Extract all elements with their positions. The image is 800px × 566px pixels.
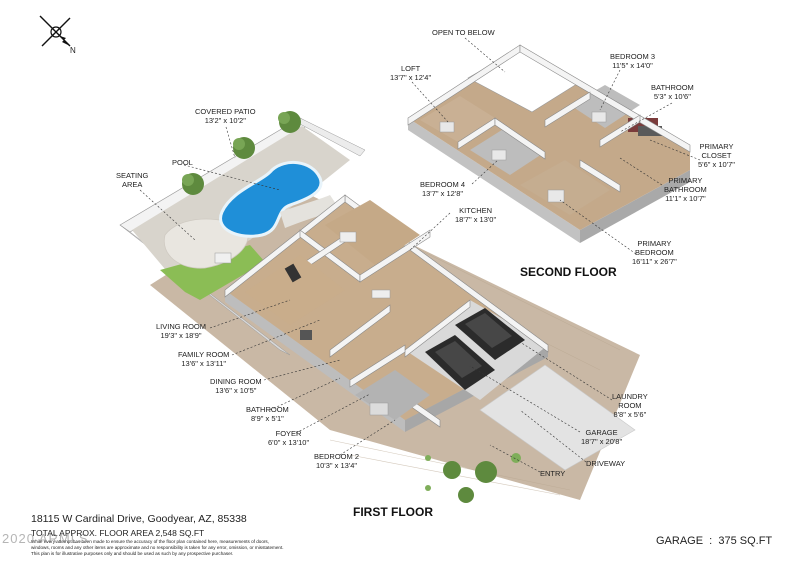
room-name: BATHROOM — [246, 405, 289, 414]
room-name: ENTRY — [540, 469, 566, 478]
room-name: BEDROOM 3 — [610, 52, 656, 61]
north-arrow-icon — [39, 15, 71, 47]
beds — [439, 111, 607, 203]
room-dimensions: 8'8" x 5'6" — [613, 410, 647, 419]
kitchen-floor — [325, 200, 420, 265]
compass-north-label: N — [70, 46, 76, 55]
room-name: PRIMARY — [637, 239, 672, 248]
room-name: FOYER — [275, 429, 302, 438]
room-name: PRIMARY — [668, 176, 703, 185]
pool-water — [219, 160, 323, 238]
label-bedroom3: BEDROOM 3 11'5" x 14'0" — [610, 52, 655, 70]
copyright-watermark: 2020 ARMLS — [2, 531, 89, 546]
room-name: LOFT — [400, 64, 421, 73]
label-bedroom2: BEDROOM 2 10'3" x 13'4" — [314, 452, 359, 470]
label-bedroom4: BEDROOM 4 13'7" x 12'8" — [420, 180, 465, 198]
label-foyer: FOYER 6'0" x 13'10" — [268, 429, 309, 447]
room-name: BEDROOM 4 — [420, 180, 466, 189]
room-name: OPEN TO BELOW — [432, 28, 495, 37]
room-name: DRIVEWAY — [586, 459, 626, 468]
room-dimensions: 5'6" x 10'7" — [698, 160, 735, 169]
room-dimensions: 18'7" x 13'0" — [455, 215, 497, 224]
room-name: SEATING — [116, 171, 149, 180]
furniture — [214, 231, 391, 416]
room-dimensions: 10'3" x 13'4" — [315, 461, 358, 470]
property-address: 18115 W Cardinal Drive, Goodyear, AZ, 85… — [31, 513, 247, 525]
room-name: LIVING ROOM — [156, 322, 207, 331]
room-dimensions: 18'7" x 20'8" — [581, 437, 623, 446]
grass-area — [160, 245, 265, 300]
label-entry: ENTRY — [540, 469, 565, 478]
room-name: GARAGE — [585, 428, 618, 437]
room-dimensions: 13'6" x 13'11" — [181, 359, 227, 368]
label-covered-patio: COVERED PATIO 13'2" x 10'2" — [195, 107, 256, 125]
room-name-line2: AREA — [121, 180, 143, 189]
label-garage: GARAGE 18'7" x 20'8" — [581, 428, 622, 446]
second-floor-slab-front — [580, 170, 690, 243]
label-kitchen: KITCHEN 18'7" x 13'0" — [455, 206, 496, 224]
pool-deck — [280, 195, 340, 228]
room-name: COVERED PATIO — [195, 107, 256, 116]
label-primary-bedroom: PRIMARY BEDROOM 16'11" x 26'7" — [632, 239, 677, 266]
second-floor-floor — [408, 45, 690, 230]
room-name-line2: BEDROOM — [634, 248, 674, 257]
room-dimensions: 11'5" x 14'0" — [612, 61, 653, 70]
room-dimensions: 13'7" x 12'4" — [390, 73, 432, 82]
cars — [425, 308, 525, 390]
disclaimer-line-1: While every attempt has been made to ens… — [31, 539, 269, 544]
label-living-room: LIVING ROOM 19'3" x 18'9" — [156, 322, 206, 340]
disclaimer-line-3: This plan is for illustrative purposes o… — [31, 551, 234, 556]
room-name-line2: ROOM — [618, 401, 642, 410]
label-dining-room: DINING ROOM 13'6" x 10'5" — [210, 377, 262, 395]
room-dimensions: 16'11" x 26'7" — [632, 257, 677, 266]
loft-floor — [420, 96, 495, 142]
label-primary-closet: PRIMARY CLOSET 5'6" x 10'7" — [698, 142, 735, 169]
compass: N — [36, 12, 80, 56]
second-floor-slab-side — [408, 118, 580, 243]
room-dimensions: 5'3" x 10'6" — [653, 92, 691, 101]
room-dimensions: 13'2" x 10'2" — [204, 116, 246, 125]
room-name: FAMILY ROOM — [178, 350, 230, 359]
label-family-room: FAMILY ROOM 13'6" x 13'11" — [178, 350, 229, 368]
room-name: KITCHEN — [459, 206, 493, 215]
garage-area: GARAGE : 375 SQ.FT — [656, 535, 773, 547]
trees — [182, 111, 521, 503]
primary-bedroom-floor — [520, 160, 610, 215]
second-floor-walls — [407, 44, 691, 193]
leader-lines — [139, 37, 701, 473]
room-dimensions: 8'9" x 5'1" — [250, 414, 284, 423]
room-name: PRIMARY — [699, 142, 734, 151]
label-pool: POOL — [172, 158, 193, 167]
second-floor-title: SECOND FLOOR — [520, 265, 617, 279]
total-floor-area: TOTAL APPROX. FLOOR AREA 2,548 SQ.FT — [31, 528, 205, 538]
room-name: BEDROOM 2 — [314, 452, 360, 461]
label-driveway: DRIVEWAY — [586, 459, 625, 468]
room-name-line2: BATHROOM — [664, 185, 707, 194]
label-laundry-room: LAUNDRY ROOM 8'8" x 5'6" — [612, 392, 648, 419]
room-name-line2: CLOSET — [701, 151, 732, 160]
label-primary-bathroom: PRIMARY BATHROOM 11'1" x 10'7" — [664, 176, 707, 203]
label-bathroom-downstairs: BATHROOM 8'9" x 5'1" — [246, 405, 289, 423]
driveway-slab — [479, 364, 636, 471]
room-name: LAUNDRY — [612, 392, 648, 401]
living-room-floor — [245, 255, 345, 325]
room-dimensions: 19'3" x 18'9" — [160, 331, 202, 340]
room-name: DINING ROOM — [210, 377, 262, 386]
room-dimensions: 13'6" x 10'5" — [215, 386, 257, 395]
bedroom2-floor — [355, 370, 430, 420]
bedroom4-floor — [470, 128, 545, 175]
disclaimer-line-2: windows, rooms and any other items are a… — [31, 545, 284, 550]
room-name: BATHROOM — [651, 83, 694, 92]
label-bathroom-upstairs: BATHROOM 5'3" x 10'6" — [651, 83, 694, 101]
room-dimensions: 13'7" x 12'8" — [421, 189, 464, 198]
label-loft: LOFT 13'7" x 12'4" — [390, 64, 431, 82]
first-floor-title: FIRST FLOOR — [353, 505, 433, 519]
label-seating-area: SEATING AREA — [116, 171, 148, 189]
room-dimensions: 11'1" x 10'7" — [665, 194, 706, 203]
room-dimensions: 6'0" x 13'10" — [268, 438, 310, 447]
room-name: POOL — [172, 158, 193, 167]
label-open-to-below: OPEN TO BELOW — [432, 28, 495, 37]
